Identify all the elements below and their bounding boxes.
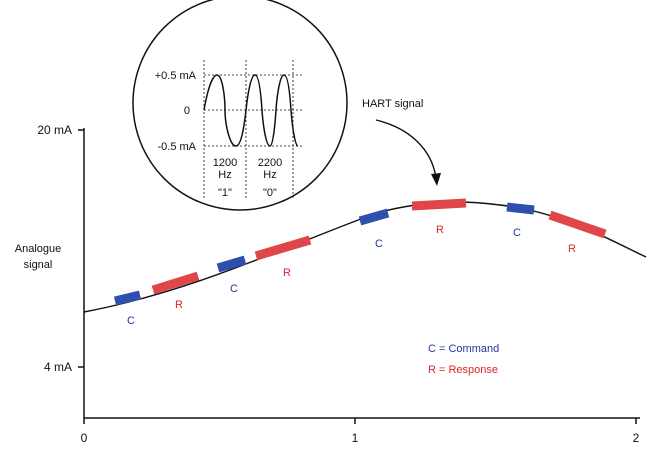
command-segment-1	[113, 290, 142, 306]
inset-circle	[132, 0, 348, 211]
legend-command: C = Command	[428, 343, 499, 355]
hart-signal-callout: HART signal	[362, 98, 423, 110]
response-segment-2	[254, 235, 312, 261]
response-segment-4	[548, 210, 607, 239]
response-label-1: R	[175, 299, 183, 311]
y-title-line1: Analogue	[15, 243, 62, 255]
inset-label-minus: -0.5 mA	[157, 141, 196, 153]
command-label-1: C	[127, 315, 135, 327]
x-label-1: 1	[352, 431, 359, 445]
response-label-4: R	[568, 243, 576, 255]
response-label-3: R	[436, 224, 444, 236]
freq2-label: 2200	[258, 157, 282, 169]
legend-response: R = Response	[428, 364, 498, 376]
y-title-line2: signal	[24, 259, 53, 271]
hart-fsk-wave	[203, 74, 299, 147]
y-label-4ma: 4 mA	[44, 360, 72, 374]
command-segment-3	[358, 208, 390, 226]
response-segment-3	[411, 198, 467, 211]
bit1-label: "1"	[218, 187, 232, 199]
command-segment-4	[506, 202, 535, 215]
command-label-4: C	[513, 227, 521, 239]
callout-arrow	[375, 119, 437, 179]
bit2-label: "0"	[263, 187, 277, 199]
command-label-2: C	[230, 283, 238, 295]
command-segment-2	[216, 255, 247, 273]
command-label-3: C	[375, 238, 383, 250]
inset-label-plus: +0.5 mA	[155, 70, 197, 82]
freq2-unit: Hz	[263, 169, 276, 181]
y-label-20ma: 20 mA	[37, 123, 72, 137]
freq1-label: 1200	[213, 157, 237, 169]
response-segment-1	[151, 271, 200, 295]
response-label-2: R	[283, 267, 291, 279]
x-label-2: 2	[633, 431, 640, 445]
x-label-0: 0	[81, 431, 88, 445]
callout-arrowhead	[431, 173, 441, 186]
inset-label-zero: 0	[184, 105, 190, 117]
freq1-unit: Hz	[218, 169, 231, 181]
